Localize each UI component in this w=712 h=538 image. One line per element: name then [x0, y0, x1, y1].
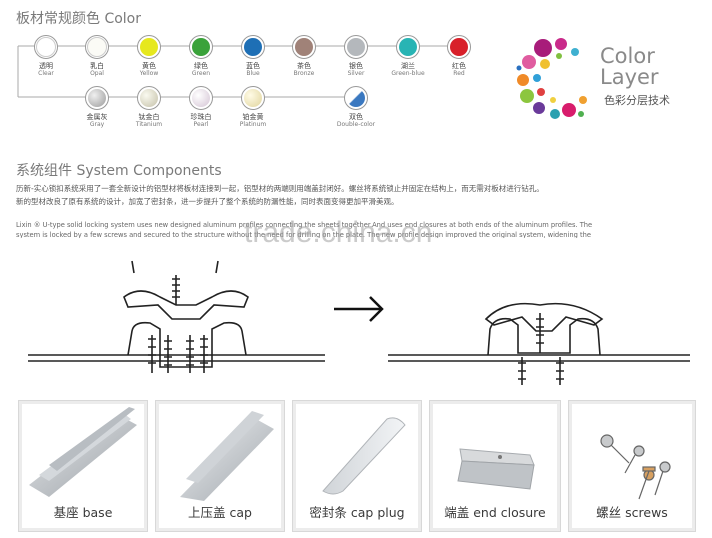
cap-plug-icon	[322, 417, 406, 495]
swatch-red: 红色 Red	[439, 35, 479, 77]
swatch-silver: 银色 Silver	[336, 35, 376, 77]
components-desc-cn-1: 历新-实心锁扣系统采用了一套全新设计的铝型材将板材连接到一起，铝型材的两端则用端…	[16, 184, 544, 193]
swatch-clear: 透明 Clear	[26, 35, 66, 77]
color-layer-logo-icon	[516, 38, 587, 119]
swatch-green-blue: 湖兰 Green-blue	[388, 35, 428, 77]
component-card-end-closure[interactable]: 端盖 end closure	[429, 400, 561, 532]
color-section-title: 板材常规颜色 Color	[16, 11, 142, 27]
components-section-title: 系统组件 System Components	[16, 163, 222, 179]
component-card-cap-plug[interactable]: 密封条 cap plug	[292, 400, 422, 532]
diagram-after	[388, 302, 690, 385]
swatch-gray: 金属灰 Gray	[77, 86, 117, 128]
components-desc-cn-2: 新的型材改良了原有系统的设计，加宽了密封条，进一步提升了整个系统的防漏性能，同时…	[16, 197, 399, 206]
diagram-before	[28, 260, 325, 373]
swatch-opal: 乳白 Opal	[77, 35, 117, 77]
color-layer-title: Color Layer	[600, 44, 659, 89]
swatch-titanium: 钛金白 Titanium	[129, 86, 169, 128]
component-card-base[interactable]: 基座 base	[18, 400, 148, 532]
swatch-pearl: 珍珠白 Pearl	[181, 86, 221, 128]
swatch-double-color: 双色 Double-color	[336, 86, 376, 128]
aluminum-cap-profile-icon	[180, 411, 274, 501]
screws-icon	[600, 434, 671, 500]
component-card-cap[interactable]: 上压盖 cap	[155, 400, 285, 532]
text-fade-band	[0, 238, 712, 260]
components-desc-en: Lixin ® U-type solid locking system uses…	[16, 221, 593, 239]
component-card-screws[interactable]: 螺丝 screws	[568, 400, 696, 532]
swatch-yellow: 黄色 Yellow	[129, 35, 169, 77]
end-closure-icon	[457, 448, 535, 490]
installation-diagram	[28, 260, 690, 385]
swatch-bronze: 茶色 Bronze	[284, 35, 324, 77]
aluminum-base-profile-icon	[29, 407, 137, 497]
swatch-platinum: 铂金黄 Platinum	[233, 86, 273, 128]
watermark: trade.china.cn	[244, 216, 433, 249]
swatch-blue: 蓝色 Blue	[233, 35, 273, 77]
swatch-green: 绿色 Green	[181, 35, 221, 77]
arrow-icon	[334, 296, 384, 322]
color-layer-cn: 色彩分层技术	[604, 94, 670, 107]
